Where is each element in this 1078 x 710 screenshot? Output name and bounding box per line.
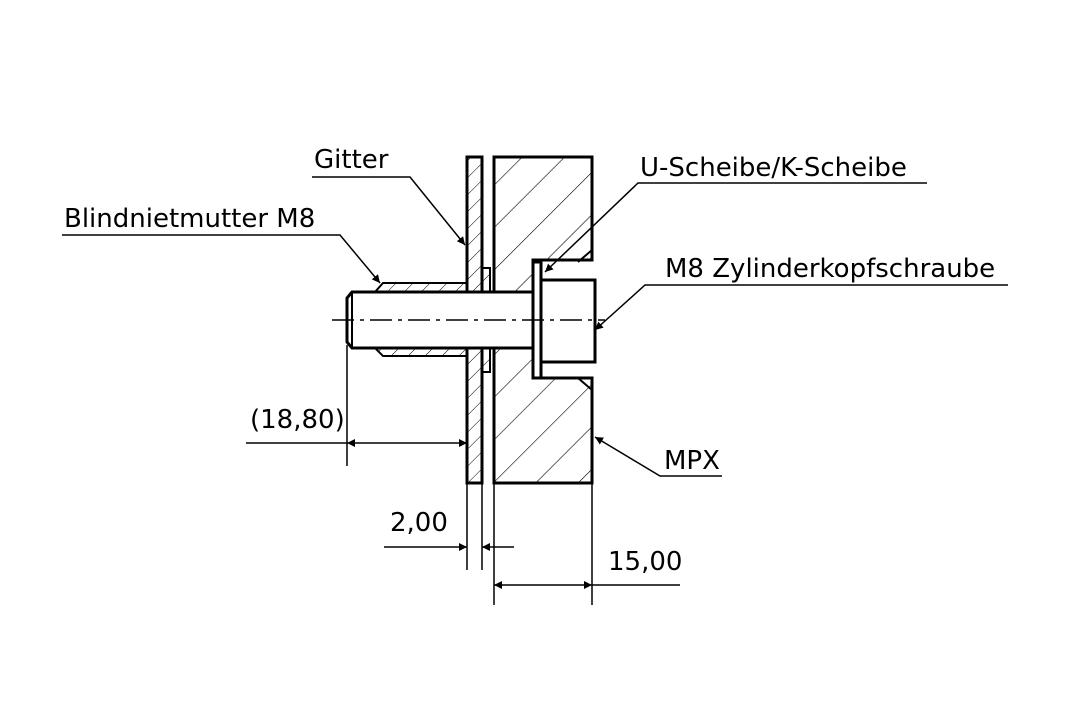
label-blindnietmutter: Blindnietmutter M8 (64, 204, 315, 234)
dimension-length: (18,80) (250, 405, 345, 435)
label-schraube: M8 Zylinderkopfschraube (665, 254, 995, 284)
label-gitter: Gitter (314, 145, 389, 175)
dimension-gap: 2,00 (390, 508, 448, 538)
dimension-board: 15,00 (608, 547, 682, 577)
dimension-lines (246, 345, 680, 605)
leader-lines (62, 176, 1008, 477)
label-scheibe: U-Scheibe/K-Scheibe (640, 153, 907, 183)
label-mpx: MPX (664, 446, 720, 476)
